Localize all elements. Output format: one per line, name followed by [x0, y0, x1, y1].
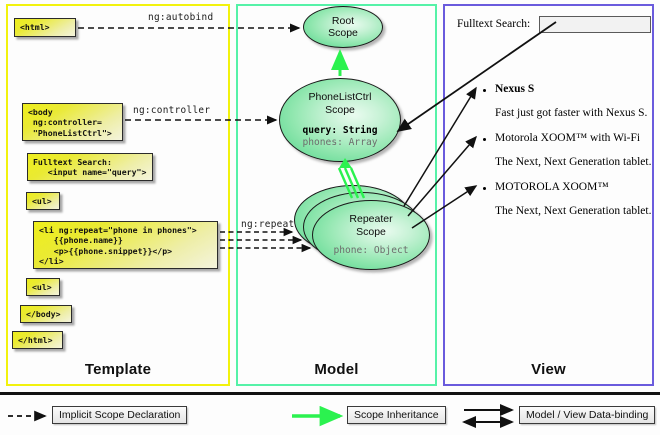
code-box-body-close: </body> — [20, 305, 72, 323]
scope-title-phonelistctrl-line2: Scope — [325, 103, 355, 116]
connector-label-ng-repeat: ng:repeat — [241, 219, 295, 230]
code-box-ul-close: <ul> — [26, 278, 60, 296]
view-item-snippet-1: The Next, Next Generation tablet. — [495, 156, 652, 168]
view-search-label: Fulltext Search: — [457, 18, 531, 30]
view-item-snippet-0: Fast just got faster with Nexus S. — [495, 107, 648, 119]
code-box-li-repeat: <li ng:repeat="phone in phones"> {{phone… — [33, 221, 218, 269]
connector-label-ng-autobind: ng:autobind — [148, 12, 214, 23]
scope-member-phones: phones: Array — [302, 137, 378, 148]
scope-title-root-line1: Root — [331, 14, 355, 27]
code-box-body-open: <body ng:controller= "PhoneListCtrl"> — [22, 103, 123, 141]
view-item-name-0: Nexus S — [495, 83, 535, 95]
scope-title-repeater-line2: Scope — [356, 225, 386, 238]
column-label-template: Template — [84, 361, 152, 378]
scope-title-repeater-line1: Repeater — [349, 213, 393, 226]
view-pane: Fulltext Search: Nexus S Fast just got f… — [443, 4, 654, 386]
view-item-snippet-2: The Next, Next Generation tablet. — [495, 205, 652, 217]
legend-label-model-view-data-binding: Model / View Data-binding — [519, 406, 656, 424]
view-bullet-1 — [483, 138, 487, 142]
legend-label-implicit-scope-declaration: Implicit Scope Declaration — [52, 406, 188, 424]
scope-member-query: query: String — [302, 125, 378, 137]
column-label-model: Model — [314, 361, 359, 378]
scope-member-phone: phone: Object — [333, 245, 409, 257]
code-box-search-input: Fulltext Search: <input name="query"> — [27, 153, 153, 181]
view-item-name-2: MOTOROLA XOOM™ — [495, 181, 609, 193]
scope-title-phonelistctrl-line1: PhoneListCtrl — [308, 91, 372, 104]
legend: Implicit Scope Declaration Scope Inherit… — [0, 398, 660, 435]
code-box-html-close: </html> — [12, 331, 63, 349]
view-bullet-2 — [483, 187, 487, 191]
column-label-view: View — [531, 361, 566, 378]
connector-label-ng-controller: ng:controller — [133, 105, 211, 116]
scope-ellipse-phonelistctrl: PhoneListCtrl Scope query: String phones… — [279, 78, 401, 162]
scope-ellipse-root: Root Scope — [303, 6, 383, 48]
view-item-name-1: Motorola XOOM™ with Wi-Fi — [495, 132, 641, 144]
legend-label-scope-inheritance: Scope Inheritance — [347, 406, 446, 424]
scope-ellipse-repeater: Repeater Scope phone: Object — [312, 200, 430, 270]
scope-title-root-line2: Scope — [328, 27, 358, 39]
code-box-ul-open: <ul> — [26, 192, 60, 210]
view-bullet-0 — [483, 89, 487, 93]
code-box-html-open: <html> — [14, 18, 76, 37]
legend-separator — [0, 392, 660, 395]
view-search-input[interactable] — [539, 16, 651, 33]
